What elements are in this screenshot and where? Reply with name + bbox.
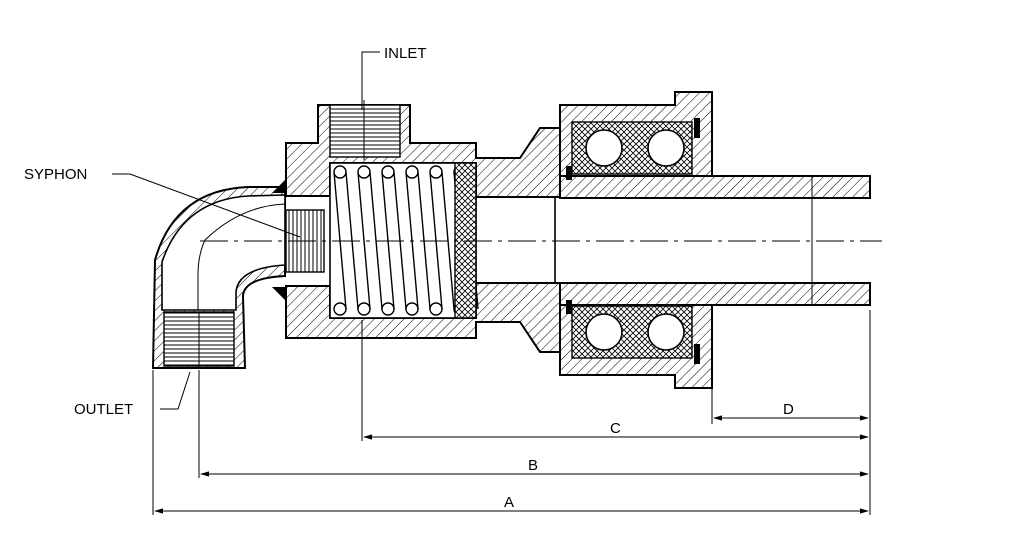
spring-coil-bottom <box>381 302 395 316</box>
dimension-lines <box>152 310 871 515</box>
outlet-label: OUTLET <box>74 401 133 418</box>
spring-coil-bottom <box>357 302 371 316</box>
inlet-label: INLET <box>384 45 427 62</box>
syphon-label: SYPHON <box>24 166 87 183</box>
spring-coil-top <box>381 165 395 179</box>
spring-coil-top <box>429 165 443 179</box>
spring-coil-top <box>333 165 347 179</box>
dimension-d-label: D <box>783 401 794 418</box>
dimension-c-label: C <box>610 420 621 437</box>
spring-coil-top <box>357 165 371 179</box>
spring-coil-bottom <box>405 302 419 316</box>
spring-coil-bottom <box>429 302 443 316</box>
leader-lines <box>112 51 380 410</box>
dimension-a-label: A <box>504 494 514 511</box>
housing <box>272 100 871 353</box>
spring-coil-bottom <box>333 302 347 316</box>
bearing-housing <box>559 91 713 389</box>
spring-coil-top <box>405 165 419 179</box>
elbow-pipe <box>151 186 286 369</box>
dimension-b-label: B <box>528 457 538 474</box>
